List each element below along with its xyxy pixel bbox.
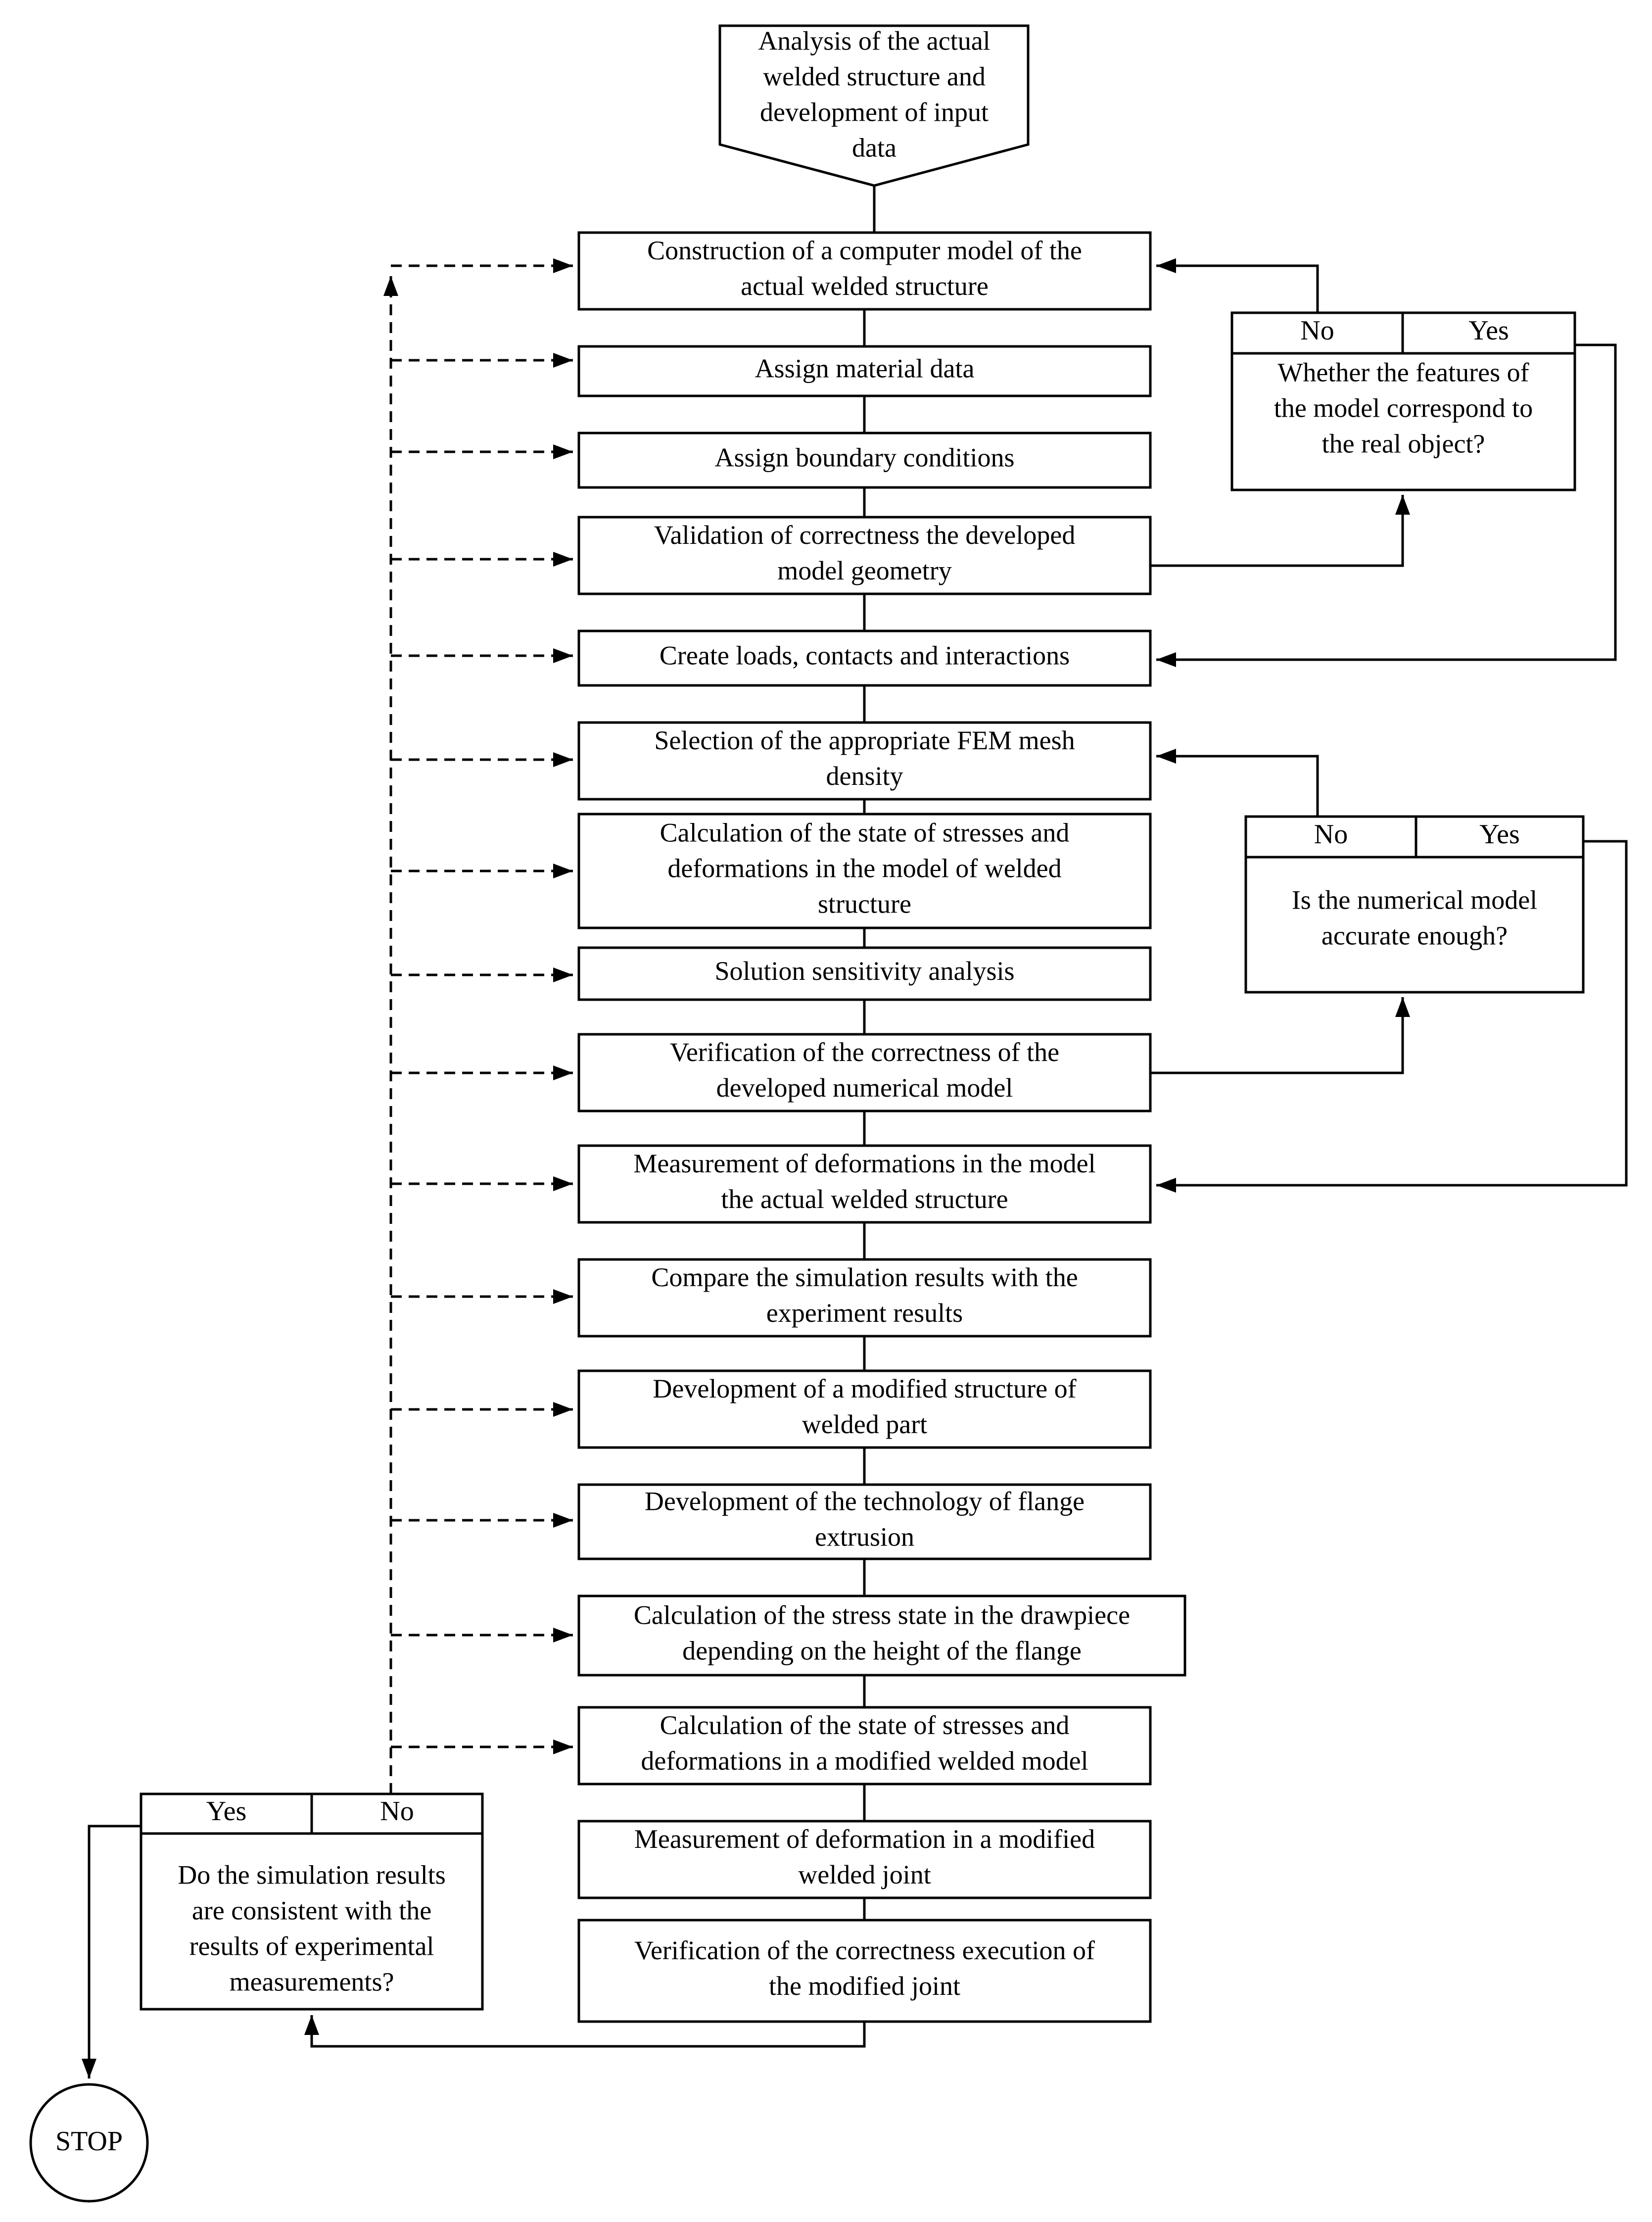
connectors [82,186,1628,2078]
decision-model_features [1230,311,1576,491]
box-text-line: Calculation of the stress state in the d… [634,1600,1130,1630]
box-text-line: Assign material data [755,353,975,383]
box-text-line: Construction of a computer model of the [647,236,1082,265]
box-text-line: Calculation of the state of stresses and [660,818,1070,847]
box-text-line: accurate enough? [1322,920,1508,950]
box-text-line: Validation of correctness the developed [654,520,1076,550]
box-text-line: experiment results [766,1298,963,1328]
box-text-line: Development of the technology of flange [645,1486,1085,1516]
box-text-line: Is the numerical model [1292,885,1537,915]
decision-no-label: No [380,1796,414,1827]
box-text-line: are consistent with the [192,1895,431,1925]
process-step [577,231,1152,311]
process-step [577,721,1152,801]
box-text-line: Whether the features of [1277,357,1529,387]
to-decision-numerical [1150,997,1410,1074]
decision-yes-path [1156,343,1617,667]
box-text-line: Verification of the correctness of the [670,1037,1059,1067]
nodes: Analysis of the actual welded structure a… [29,24,1585,2203]
box-text-line: development of input [760,97,989,127]
decision-no-loop [1156,258,1319,313]
box-text-line: Solution sensitivity analysis [714,956,1014,986]
box-text-line: results of experimental [189,1931,434,1961]
process-step [577,813,1152,929]
decision-no-label: No [1314,819,1348,850]
box-text-line: depending on the height of the flange [682,1636,1082,1665]
process-step [577,516,1152,595]
to-decision-results [304,2015,866,2048]
process-step [577,1594,1186,1677]
box-text-line: Analysis of the actual [758,26,990,55]
box-text-line: actual welded structure [741,271,989,301]
box-text-line: developed numerical model [716,1073,1013,1103]
process-step [577,1706,1152,1786]
to-decision-model-features [1150,495,1410,567]
process-step [577,946,1152,1001]
box-text-line: Compare the simulation results with the [651,1262,1078,1292]
box-text-line: Assign boundary conditions [715,442,1015,472]
box-text-line: Verification of the correctness executio… [634,1935,1095,1965]
box-text-line: Development of a modified structure of [653,1374,1076,1403]
decision-yes-label: Yes [206,1796,246,1827]
process-step [577,345,1152,397]
process-step [577,1483,1152,1560]
box-text-line: extrusion [815,1522,914,1551]
decision-no-loop [1156,749,1319,817]
box-text-line: Create loads, contacts and interactions [660,640,1070,670]
decision-yes-label: Yes [1468,315,1509,346]
process-step [577,1258,1152,1338]
process-step [577,432,1152,489]
start-shape [718,24,1030,187]
box-text-line: welded part [802,1409,927,1439]
box-text-line: Measurement of deformations in the model [633,1149,1095,1178]
process-step [577,1820,1152,1899]
box-text-line: the real object? [1322,429,1485,458]
decision-numerical_accuracy [1244,815,1585,994]
box-text-line: model geometry [777,556,951,585]
process-step [577,1033,1152,1112]
box-text-line: Do the simulation results [178,1860,445,1889]
start-node [718,24,1030,187]
box-text-line: welded joint [798,1860,931,1889]
decision-yes-label: Yes [1479,819,1519,850]
process-step [577,1369,1152,1449]
box-text-line: measurements? [230,1967,394,1996]
process-step [577,629,1152,687]
box-text-line: data [852,133,897,162]
stop-label: STOP [55,2126,123,2157]
box-text-line: the modified joint [769,1971,960,2001]
box-text-line: the model correspond to [1274,393,1533,423]
decision-no-label: No [1300,315,1334,346]
process-step [577,1144,1152,1224]
decision-results_consistency [140,1792,484,2011]
decision-yes-path [82,1825,141,2078]
box-text-line: deformations in a modified welded model [641,1746,1088,1776]
box-text-line: Measurement of deformation in a modified [634,1824,1095,1854]
decision-box [1244,815,1585,994]
box-text-line: structure [818,889,911,918]
box-text-line: density [826,761,903,791]
stop-terminal [29,2083,149,2203]
box-text-line: Calculation of the state of stresses and [660,1710,1070,1740]
box-text-line: welded structure and [763,61,986,91]
decision-yes-path [1156,840,1628,1193]
box-text-line: deformations in the model of welded [667,853,1061,883]
process-step [577,1919,1152,2023]
box-text-line: the actual welded structure [721,1184,1008,1214]
box-text-line: Selection of the appropriate FEM mesh [654,725,1075,755]
